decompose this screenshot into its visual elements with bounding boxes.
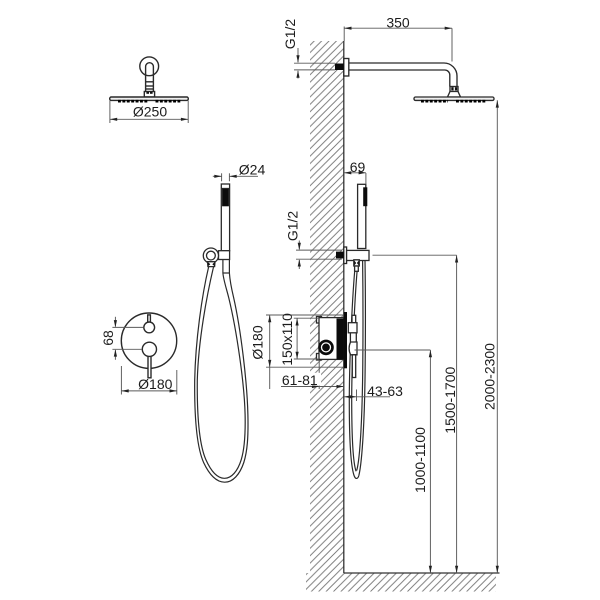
svg-text:150x110: 150x110 — [279, 313, 295, 366]
svg-text:61-81: 61-81 — [282, 372, 318, 388]
svg-text:Ø24: Ø24 — [239, 162, 266, 178]
svg-text:Ø180: Ø180 — [138, 376, 172, 392]
svg-text:69: 69 — [350, 159, 366, 175]
svg-text:Ø180: Ø180 — [250, 325, 266, 359]
svg-text:43-63: 43-63 — [367, 383, 403, 399]
svg-text:350: 350 — [386, 15, 410, 31]
svg-text:Ø250: Ø250 — [133, 104, 167, 120]
svg-text:1000-1100: 1000-1100 — [412, 427, 428, 493]
svg-text:2000-2300: 2000-2300 — [481, 343, 497, 410]
svg-text:G1/2: G1/2 — [282, 19, 298, 50]
svg-text:1500-1700: 1500-1700 — [442, 367, 458, 434]
svg-text:G1/2: G1/2 — [284, 211, 300, 242]
svg-text:68: 68 — [100, 330, 116, 346]
